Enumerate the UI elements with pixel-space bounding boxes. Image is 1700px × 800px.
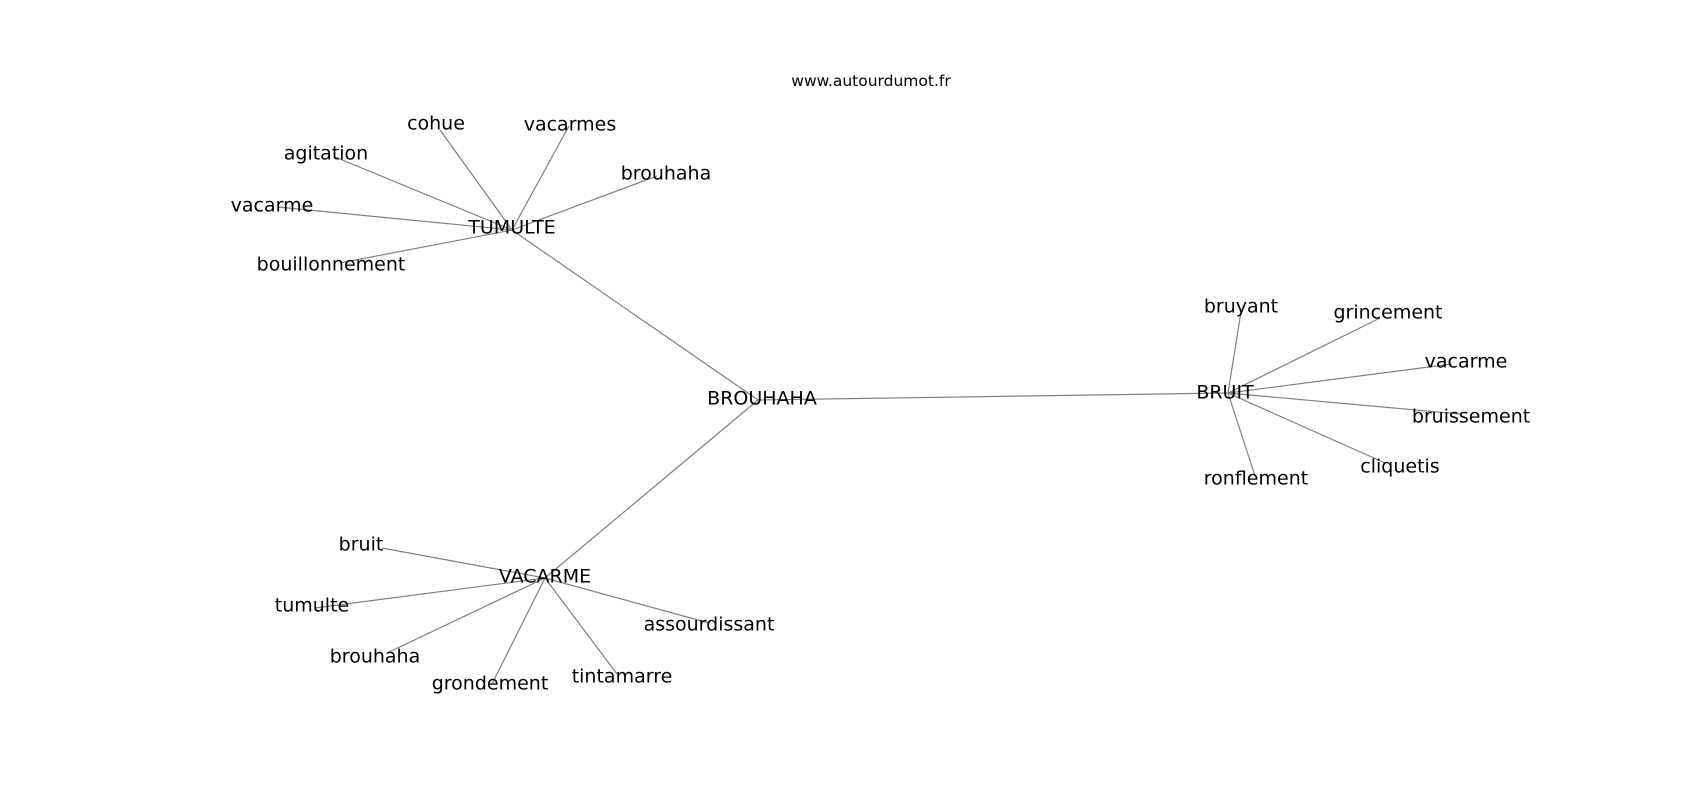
word-node-tumulte-0: cohue [407, 113, 465, 135]
source-label: www.autourdumot.fr [791, 72, 951, 90]
edge-bruit-to-word-4 [1227, 392, 1386, 464]
word-node-bruit-1: grincement [1333, 302, 1442, 324]
word-node-tumulte-3: brouhaha [621, 163, 712, 185]
edge-bruit-to-word-3 [1227, 392, 1461, 415]
word-node-tumulte-2: agitation [284, 143, 368, 165]
word-node-bruit-3: bruissement [1412, 406, 1530, 428]
word-node-vacarme-5: assourdissant [644, 614, 775, 636]
edge-bruit-to-word-2 [1227, 363, 1453, 394]
word-node-vacarme-3: grondement [432, 673, 549, 695]
edge-tumulte-to-word-0 [439, 129, 513, 231]
edge-center-to-vacarme [544, 399, 759, 579]
hub-node-bruit: BRUIT [1196, 382, 1254, 404]
word-node-vacarme-4: tintamarre [572, 666, 673, 688]
word-node-bruit-4: cliquetis [1360, 456, 1439, 478]
graph-nodes: BROUHAHA TUMULTE cohue vacarmes agitation bro… [231, 113, 1531, 695]
edge-vacarme-to-word-1 [314, 577, 546, 609]
center-node-label: BROUHAHA [707, 388, 817, 410]
hub-node-vacarme: VACARME [499, 566, 591, 588]
word-node-bruit-0: bruyant [1204, 296, 1278, 318]
edge-vacarme-to-word-4 [544, 577, 618, 675]
edge-bruit-to-word-0 [1227, 311, 1242, 394]
hub-node-tumulte: TUMULTE [467, 217, 555, 239]
word-node-tumulte-1: vacarmes [524, 114, 617, 136]
edge-bruit-to-word-5 [1227, 392, 1256, 477]
word-node-tumulte-4: vacarme [231, 195, 314, 217]
edge-center-to-tumulte [511, 229, 759, 401]
word-node-tumulte-5: bouillonnement [257, 254, 406, 276]
edge-tumulte-to-word-2 [334, 156, 513, 231]
edge-tumulte-to-word-1 [511, 125, 570, 231]
word-node-vacarme-0: bruit [339, 534, 384, 556]
word-node-bruit-2: vacarme [1425, 351, 1508, 373]
edge-vacarme-to-word-5 [544, 577, 710, 624]
edge-vacarme-to-word-3 [491, 577, 546, 685]
edge-tumulte-to-word-4 [277, 206, 513, 231]
word-node-vacarme-1: tumulte [275, 595, 349, 617]
edge-tumulte-to-word-3 [511, 175, 658, 231]
graph-edges [277, 125, 1461, 685]
edge-center-to-bruit [757, 392, 1229, 401]
edge-tumulte-to-word-5 [339, 229, 513, 264]
word-node-bruit-5: ronflement [1204, 468, 1308, 490]
edge-bruit-to-word-1 [1227, 317, 1381, 394]
word-node-vacarme-2: brouhaha [330, 646, 421, 668]
edge-vacarme-to-word-2 [386, 577, 546, 654]
edge-vacarme-to-word-0 [381, 547, 546, 579]
